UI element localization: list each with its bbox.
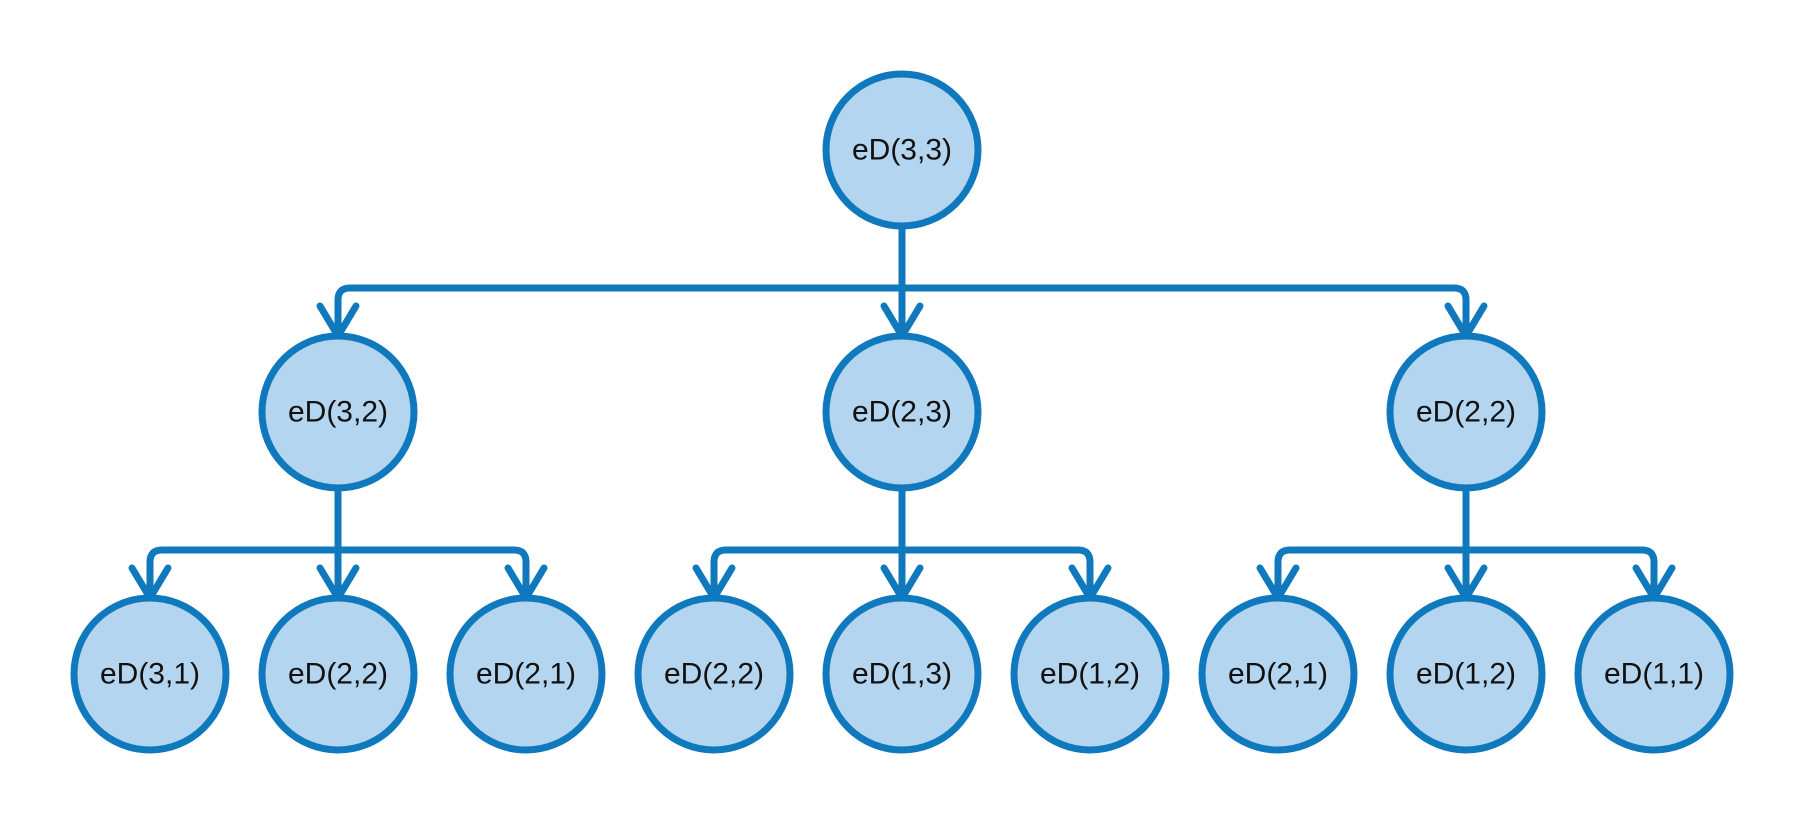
node-label: eD(1,2)	[1040, 658, 1140, 691]
node-label: eD(3,2)	[288, 396, 388, 429]
tree-node: eD(1,3)	[822, 594, 982, 754]
tree-node: eD(2,1)	[446, 594, 606, 754]
node-circle	[1010, 594, 1170, 754]
node-label: eD(1,2)	[1416, 658, 1516, 691]
node-label: eD(2,3)	[852, 396, 952, 429]
node-label: eD(1,1)	[1604, 658, 1704, 691]
tree-node: eD(2,1)	[1198, 594, 1358, 754]
tree-node: eD(3,2)	[258, 332, 418, 492]
tree-node: eD(3,3)	[822, 70, 982, 230]
node-label: eD(3,1)	[100, 658, 200, 691]
edge-branch-eD-3-3-to-0	[334, 284, 906, 340]
node-label: eD(2,1)	[476, 658, 576, 691]
node-circle	[70, 594, 230, 754]
node-label: eD(3,3)	[852, 134, 952, 167]
node-circle	[1574, 594, 1734, 754]
nodes-layer: eD(3,3) eD(3,2) eD(3,1) eD(2,2) eD(2,1) eD(2,…	[70, 70, 1734, 754]
tree-node: eD(3,1)	[70, 594, 230, 754]
node-circle	[822, 594, 982, 754]
edge-branch-eD-2-2-to-0	[1274, 546, 1470, 602]
node-circle	[1386, 594, 1546, 754]
tree-node: eD(2,2)	[258, 594, 418, 754]
node-circle	[258, 594, 418, 754]
edge-branch-eD-2-3-to-2	[898, 546, 1094, 602]
node-label: eD(2,2)	[664, 658, 764, 691]
edge-branch-eD-3-2-to-0	[146, 546, 342, 602]
node-circle	[1386, 332, 1546, 492]
node-label: eD(1,3)	[852, 658, 952, 691]
tree-node: eD(2,2)	[1386, 332, 1546, 492]
tree-node: eD(1,2)	[1386, 594, 1546, 754]
node-label: eD(2,2)	[288, 658, 388, 691]
edge-branch-eD-3-3-to-2	[898, 284, 1470, 340]
edges-layer	[128, 222, 1676, 602]
edge-branch-eD-2-3-to-0	[710, 546, 906, 602]
node-label: eD(2,2)	[1416, 396, 1516, 429]
node-circle	[822, 70, 982, 230]
node-circle	[822, 332, 982, 492]
node-label: eD(2,1)	[1228, 658, 1328, 691]
tree-node: eD(2,3)	[822, 332, 982, 492]
node-circle	[258, 332, 418, 492]
node-circle	[446, 594, 606, 754]
tree-node: eD(1,2)	[1010, 594, 1170, 754]
edge-branch-eD-2-2-to-2	[1462, 546, 1658, 602]
tree-node: eD(2,2)	[634, 594, 794, 754]
node-circle	[634, 594, 794, 754]
edge-branch-eD-3-2-to-2	[334, 546, 530, 602]
tree-node: eD(1,1)	[1574, 594, 1734, 754]
node-circle	[1198, 594, 1358, 754]
